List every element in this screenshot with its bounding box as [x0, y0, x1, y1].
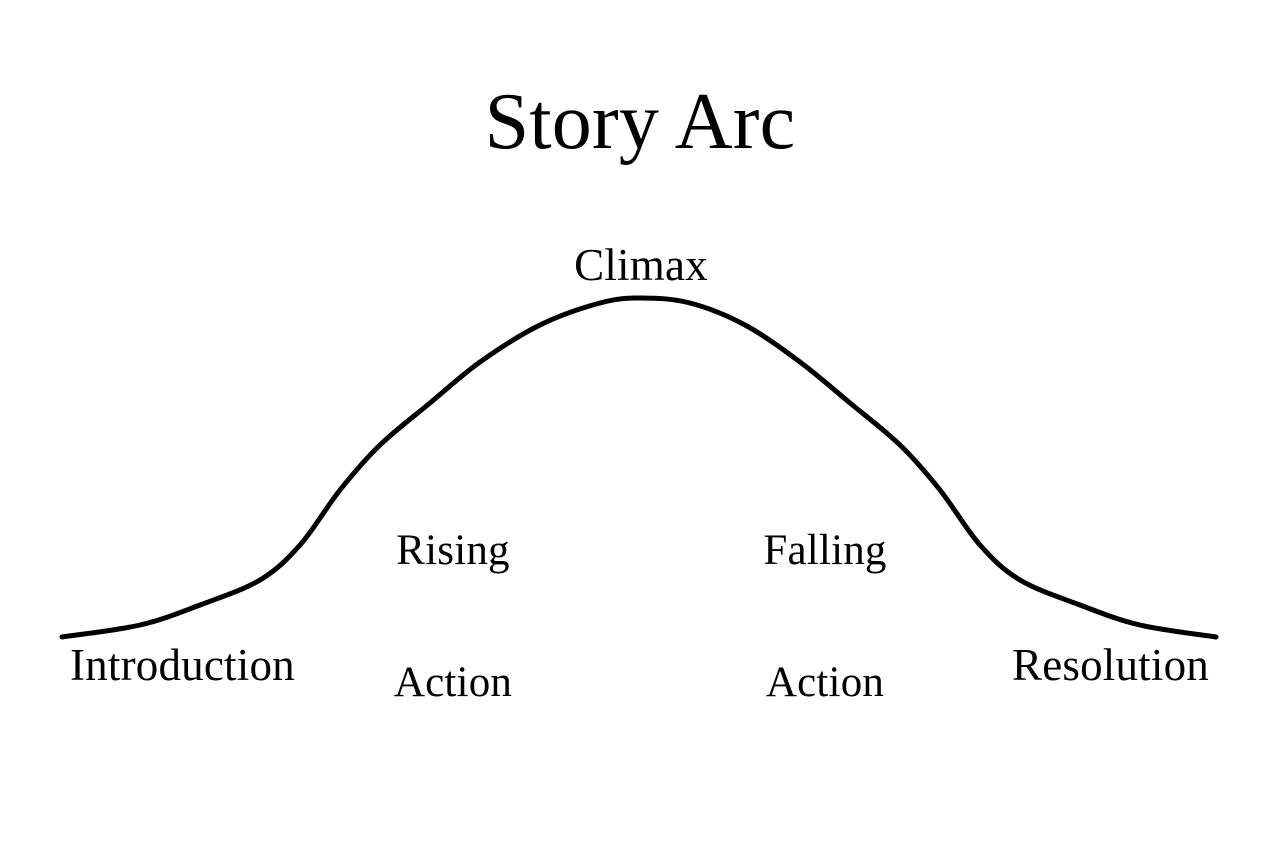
label-rising-action: Rising Action — [320, 440, 586, 794]
label-climax: Climax — [574, 240, 708, 290]
label-resolution: Resolution — [1011, 640, 1209, 690]
label-falling-action-line2: Action — [765, 659, 885, 707]
label-rising-action-line1: Rising — [396, 526, 510, 574]
label-rising-action-line2: Action — [393, 659, 513, 707]
label-falling-action-line1: Falling — [763, 526, 887, 574]
label-falling-action: Falling Action — [692, 440, 958, 794]
page-title: Story Arc — [484, 78, 796, 166]
arc-path — [59, 295, 1219, 640]
label-introduction: Introduction — [70, 640, 295, 690]
